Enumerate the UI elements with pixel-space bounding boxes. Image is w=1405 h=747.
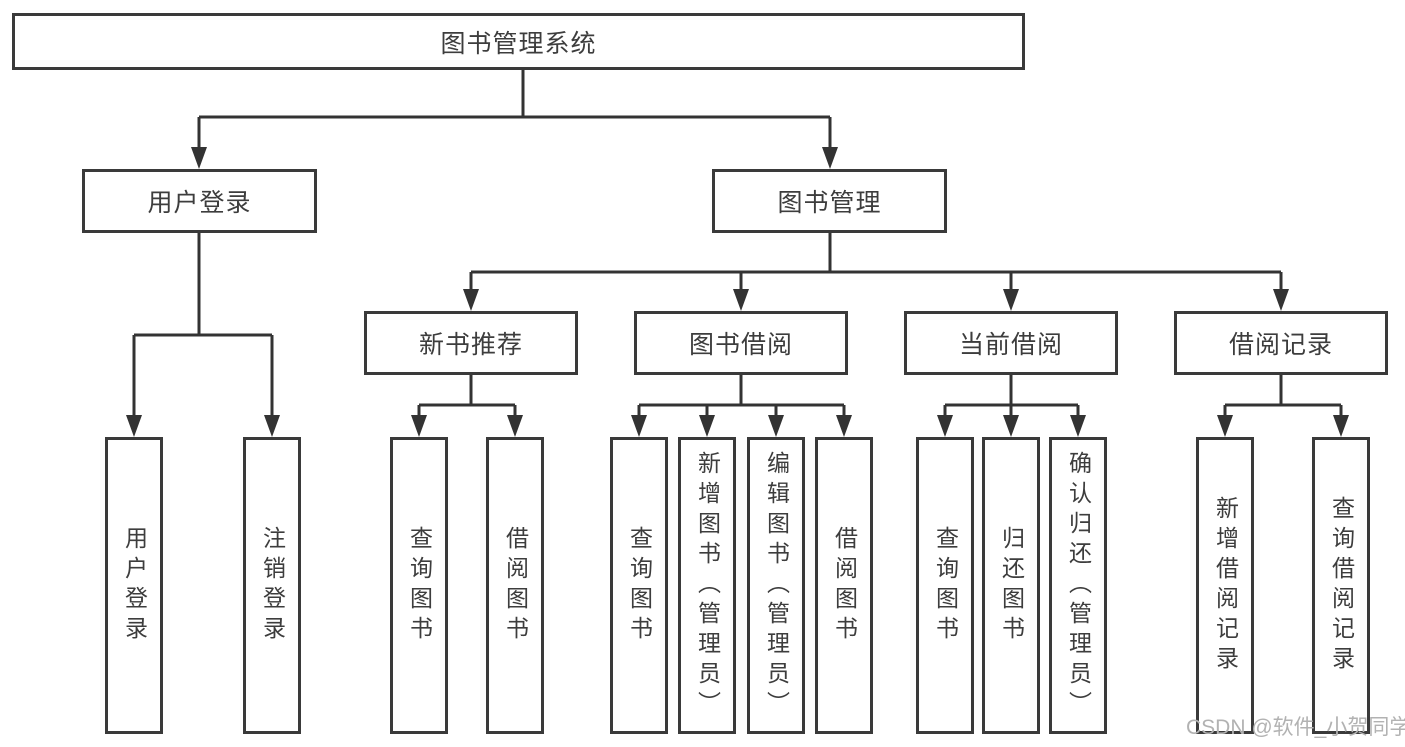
node-return-book: 归还图书	[982, 437, 1040, 734]
node-query-borrow-record-label: 查询借阅记录	[1328, 495, 1355, 676]
node-book-management: 图书管理	[712, 169, 947, 233]
node-user-login-leaf: 用户登录	[105, 437, 163, 734]
node-query-borrow-record: 查询借阅记录	[1312, 437, 1370, 734]
node-query-books-recommend-label: 查询图书	[406, 525, 433, 646]
node-query-books-borrow: 查询图书	[610, 437, 668, 734]
node-book-borrow: 图书借阅	[634, 311, 848, 375]
node-logout: 注销登录	[243, 437, 301, 734]
node-new-book-recommend-label: 新书推荐	[418, 331, 523, 359]
node-user-login-leaf-label: 用户登录	[121, 525, 148, 646]
watermark: CSDN @软件_小贺同学	[1186, 716, 1405, 739]
node-borrow-records: 借阅记录	[1174, 311, 1388, 375]
node-current-borrow-label: 当前借阅	[958, 331, 1063, 359]
node-new-book-recommend: 新书推荐	[364, 311, 578, 375]
node-add-borrow-record: 新增借阅记录	[1196, 437, 1254, 734]
node-query-books-current: 查询图书	[916, 437, 974, 734]
node-add-book-admin: 新增图书（管理员）	[678, 437, 736, 734]
node-query-books-current-label: 查询图书	[932, 525, 959, 646]
node-confirm-return-admin: 确认归还（管理员）	[1049, 437, 1107, 734]
node-borrow-books-leaf: 借阅图书	[815, 437, 873, 734]
node-book-borrow-label: 图书借阅	[688, 331, 793, 359]
node-borrow-books-leaf-label: 借阅图书	[831, 525, 858, 646]
node-root-label: 图书管理系统	[440, 29, 597, 58]
node-add-book-admin-label: 新增图书（管理员）	[694, 450, 721, 721]
node-confirm-return-admin-label: 确认归还（管理员）	[1065, 450, 1092, 721]
node-add-borrow-record-label: 新增借阅记录	[1212, 495, 1239, 676]
node-user-login: 用户登录	[82, 169, 317, 233]
node-return-book-label: 归还图书	[998, 525, 1025, 646]
node-root: 图书管理系统	[12, 13, 1025, 70]
node-query-books-recommend: 查询图书	[390, 437, 448, 734]
node-user-login-label: 用户登录	[147, 189, 252, 217]
node-borrow-books-recommend-label: 借阅图书	[502, 525, 529, 646]
node-edit-book-admin: 编辑图书（管理员）	[747, 437, 805, 734]
node-borrow-records-label: 借阅记录	[1228, 331, 1333, 359]
node-logout-label: 注销登录	[259, 525, 286, 646]
node-current-borrow: 当前借阅	[904, 311, 1118, 375]
node-query-books-borrow-label: 查询图书	[626, 525, 653, 646]
node-borrow-books-recommend: 借阅图书	[486, 437, 544, 734]
node-edit-book-admin-label: 编辑图书（管理员）	[763, 450, 790, 721]
node-book-management-label: 图书管理	[777, 189, 882, 217]
